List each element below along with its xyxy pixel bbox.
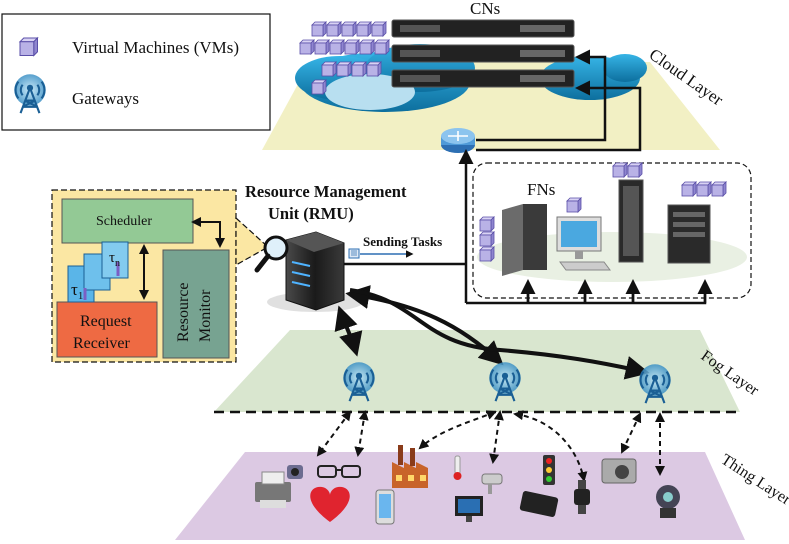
- router-icon: [441, 128, 475, 153]
- factory-icon: [392, 445, 428, 488]
- thing-layer-label: Thing Layer: [718, 451, 789, 509]
- thermometer-icon: [453, 455, 462, 480]
- tau-n-label: τn: [109, 250, 120, 269]
- cloud-server-rack-icon: [391, 19, 575, 88]
- resource-monitor-box: [162, 249, 230, 359]
- legend-vm-label: Virtual Machines (VMs): [72, 38, 239, 57]
- tau-1-label: τ1: [71, 280, 83, 302]
- rmu-server-icon: [267, 231, 363, 312]
- task-queue-icon: [67, 241, 129, 303]
- fn-vm-cube-desktop: [566, 197, 582, 213]
- vm-cube-icon: [19, 37, 38, 56]
- security-camera-icon: [481, 473, 503, 494]
- router-to-cloud-arrow-2: [476, 80, 642, 152]
- fn-desktop-monitor-icon: [556, 216, 611, 271]
- fn-tower-server-icon: [502, 204, 547, 276]
- rmu-title-line2: Unit (RMU): [268, 204, 354, 223]
- sending-tasks-icon: [348, 248, 360, 259]
- sending-tasks-label: Sending Tasks: [363, 234, 442, 249]
- request-receiver-label-line2: Receiver: [73, 335, 131, 352]
- glasses-icon: [317, 465, 361, 478]
- camera-icon: [601, 458, 637, 484]
- scheduler-to-monitor-arrow: [191, 217, 225, 248]
- traffic-light-icon: [543, 455, 555, 485]
- legend-box: [1, 13, 271, 131]
- legend-gateway-label: Gateways: [72, 89, 139, 108]
- monitor-icon: [455, 496, 483, 522]
- fn-rack-server-icon: [667, 204, 711, 264]
- resource-monitor-label-line2: Monitor: [197, 289, 214, 342]
- rmu-title-line1: Resource Management: [245, 182, 407, 201]
- cloud-title: CNs: [470, 0, 500, 18]
- magnifier-icon: [254, 235, 289, 273]
- resource-monitor-label-line1: Resource: [175, 282, 192, 342]
- router-to-cloud-arrow-1: [476, 49, 607, 142]
- smartwatch-icon: [574, 480, 590, 514]
- webcam-icon: [656, 485, 680, 518]
- fn-tall-server-icon: [618, 179, 644, 263]
- request-receiver-label-line1: Request: [80, 313, 132, 330]
- heart-icon: [310, 486, 350, 522]
- fn-vm-cubes-left: [479, 216, 495, 262]
- security-camera-icon: [287, 465, 303, 479]
- fn-vm-cubes-rack: [681, 181, 727, 197]
- rmu-to-gateway-3-arrow: [349, 288, 650, 380]
- printer-icon: [255, 471, 291, 508]
- gateway-thing-links: [316, 410, 665, 482]
- tablet-icon: [519, 491, 559, 517]
- fns-label: FNs: [527, 180, 555, 199]
- smartphone-icon: [375, 489, 395, 525]
- scheduler-label: Scheduler: [96, 214, 152, 229]
- request-receiver-box: [56, 301, 158, 358]
